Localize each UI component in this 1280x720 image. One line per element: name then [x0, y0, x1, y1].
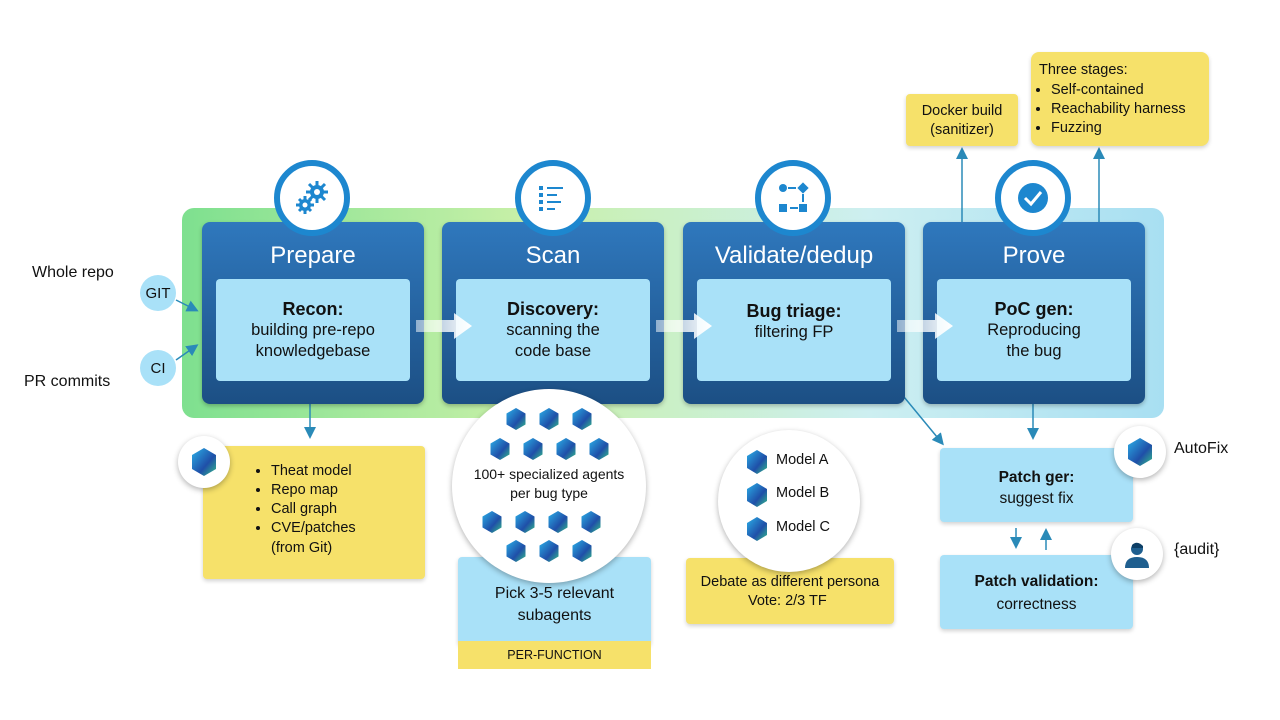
box-text: the bug [1006, 341, 1062, 360]
stage-title: Validate/dedup [714, 242, 874, 269]
three-stages-box: Three stages: Self-contained Reachabilit… [1031, 52, 1209, 146]
flow-arrow [416, 313, 472, 339]
stage-item: Reachability harness [1051, 100, 1186, 119]
stage-title: Prepare [270, 242, 356, 269]
box-title: Recon: [282, 298, 344, 319]
patch-gen-title: Patch ger: [998, 469, 1075, 486]
git-badge: GIT [140, 275, 176, 311]
pr-commits-label: PR commits [24, 373, 111, 390]
stage-prove: Prove PoC gen: Reproducing the bug [923, 222, 1145, 404]
whole-repo-label: Whole repo [32, 264, 114, 281]
agent-hex-icon [490, 438, 510, 460]
agents-text: 100+ specialized agents per bug type [473, 466, 625, 501]
docker-build-box: Docker build (sanitizer) [906, 94, 1018, 146]
pick-text: Pick 3-5 relevant subagents [494, 585, 615, 624]
box-title: Bug triage: [746, 301, 842, 321]
docker-line1: Docker build [921, 103, 1003, 119]
note-item: CVE/patches [271, 519, 356, 538]
recon-box: Recon: building pre-repo knowledgebase [216, 279, 410, 381]
agent-hex-icon [572, 540, 592, 562]
model-hex-icons [747, 450, 767, 541]
model-c-icon [747, 517, 767, 541]
agent-hex-cluster [482, 408, 609, 562]
flow-arrow [897, 313, 953, 339]
model-label: Model C [776, 519, 830, 535]
per-function-label: PER-FUNCTION [458, 641, 651, 669]
auditor-avatar [1111, 528, 1163, 580]
patch-val-text: correctness [996, 596, 1077, 613]
stage-title: Prove [1002, 242, 1066, 269]
note-item: Repo map [271, 481, 356, 500]
agent-hex-icon [515, 511, 535, 533]
agent-hex-icon [556, 438, 576, 460]
list-icon [515, 160, 591, 236]
box-text: filtering FP [754, 323, 834, 341]
box-title: PoC gen: [994, 298, 1074, 319]
workflow-icon [755, 160, 831, 236]
git-arrow [175, 299, 199, 312]
model-label: Model B [776, 485, 830, 501]
check-icon [995, 160, 1071, 236]
models-circle: Model A Model B Model C [718, 430, 860, 572]
gears-icon [274, 160, 350, 236]
debate-text: Debate as different persona [700, 574, 880, 590]
stage-title: Scan [525, 242, 581, 269]
flow-arrow [656, 313, 712, 339]
agent-hex-icon [548, 511, 568, 533]
patch-val-title: Patch validation: [974, 573, 1099, 590]
box-text: building pre-repo [251, 320, 375, 339]
box-text: scanning the [506, 320, 600, 339]
note-item: Theat model [271, 462, 356, 481]
box-title: Discovery: [506, 298, 600, 319]
agent-hex-icon [523, 438, 543, 460]
person-icon [1125, 542, 1149, 568]
autofix-avatar [1114, 426, 1166, 478]
agent-avatar [178, 436, 230, 488]
autofix-hex-icon [1128, 438, 1152, 466]
agent-hex-icon [539, 408, 559, 430]
agent-hex-icon [589, 438, 609, 460]
ci-badge: CI [140, 350, 176, 386]
agent-hex-icon [506, 408, 526, 430]
box-text: code base [514, 341, 592, 360]
patch-gen-text: suggest fix [999, 490, 1074, 507]
ci-arrow [175, 344, 199, 361]
note-item: (from Git) [271, 540, 333, 556]
patch-validation-box: Patch validation: correctness [940, 555, 1133, 629]
discovery-box: Discovery: scanning the code base [456, 279, 650, 381]
note-item: Call graph [271, 500, 356, 519]
stage-item: Self-contained [1051, 81, 1186, 100]
agent-hex-icon [572, 408, 592, 430]
patch-gen-box: Patch ger: suggest fix [940, 448, 1133, 522]
stage-validate: Validate/dedup Bug triage: filtering FP [683, 222, 905, 404]
audit-label: {audit} [1174, 541, 1220, 558]
agent-hex-icon [192, 448, 216, 476]
model-b-icon [747, 483, 767, 507]
box-text: knowledgebase [255, 341, 371, 360]
box-text: Reproducing [987, 320, 1081, 339]
agent-hex-icon [539, 540, 559, 562]
autofix-label: AutoFix [1174, 440, 1229, 457]
agent-hex-icon [581, 511, 601, 533]
model-label: Model A [776, 452, 829, 468]
stage-prepare: Prepare Recon: building pre-repo knowled… [202, 222, 424, 404]
agent-hex-icon [482, 511, 502, 533]
stage-scan: Scan Discovery: scanning the code base [442, 222, 664, 404]
docker-line2: (sanitizer) [930, 122, 994, 138]
vote-text: Vote: 2/3 TF [748, 593, 827, 609]
stage-item: Fuzzing [1051, 119, 1186, 138]
three-stages-title: Three stages: [1039, 62, 1128, 78]
poc-box: PoC gen: Reproducing the bug [937, 279, 1131, 381]
agent-hex-icon [506, 540, 526, 562]
prepare-notes: Theat model Repo map Call graph CVE/patc… [203, 446, 425, 579]
triage-box: Bug triage: filtering FP [697, 279, 891, 381]
model-a-icon [747, 450, 767, 474]
